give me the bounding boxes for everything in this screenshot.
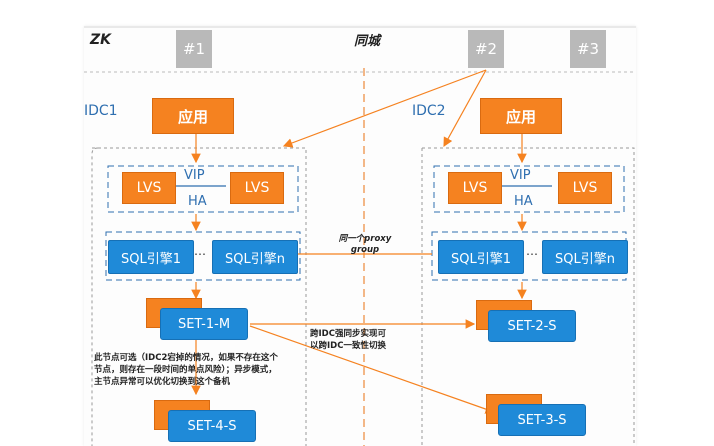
vip-label-left: VIP <box>184 168 205 183</box>
sql-engine-n-right: SQL引擎n <box>542 240 628 274</box>
app-box-right: 应用 <box>480 98 562 134</box>
idc1-label: IDC1 <box>84 103 118 119</box>
zk-label: ZK <box>90 32 111 48</box>
app-box-left: 应用 <box>152 98 234 134</box>
zone-badge-3: #3 <box>570 30 606 68</box>
set-1-m-box: SET-1-M <box>160 308 248 340</box>
lvs-box-right-1: LVS <box>448 172 502 204</box>
lvs-group-left <box>107 165 299 213</box>
optional-node-note: 此节点可选（IDC2宕掉的情况，如果不存在这个 节点，则存在一段时间的单点风险）… <box>94 353 278 387</box>
diagram-slide: ZK 同城 #1 #2 #3 IDC1 IDC2 应用 应用 LVS LVS V… <box>84 26 636 446</box>
sql-ellipsis-right: … <box>526 244 538 258</box>
sql-group-right <box>431 231 627 281</box>
proxy-group-note: 同一个proxy group <box>338 234 392 255</box>
sql-ellipsis-left: … <box>194 244 206 258</box>
connector-lines <box>84 68 636 446</box>
lvs-box-left-1: LVS <box>122 172 176 204</box>
cross-idc-sync-note: 跨IDC强同步实现可 以跨IDC一致性切换 <box>310 329 386 351</box>
set-3-s-box: SET-3-S <box>498 404 586 436</box>
vip-label-right: VIP <box>510 168 531 183</box>
zone-badge-1: #1 <box>176 30 212 68</box>
sql-engine-n-left: SQL引擎n <box>212 240 298 274</box>
idc2-label: IDC2 <box>412 103 446 119</box>
sql-engine-1-left: SQL引擎1 <box>108 240 194 274</box>
lvs-box-left-2: LVS <box>230 172 284 204</box>
lvs-group-right <box>433 165 625 213</box>
center-title: 同城 <box>354 34 381 49</box>
ha-label-right: HA <box>514 194 533 209</box>
zone-badge-2: #2 <box>468 30 504 68</box>
lvs-box-right-2: LVS <box>558 172 612 204</box>
set-2-s-box: SET-2-S <box>488 310 576 342</box>
sql-group-left <box>105 231 301 281</box>
sql-engine-1-right: SQL引擎1 <box>438 240 524 274</box>
set-4-s-box: SET-4-S <box>168 410 256 442</box>
ha-label-left: HA <box>188 194 207 209</box>
